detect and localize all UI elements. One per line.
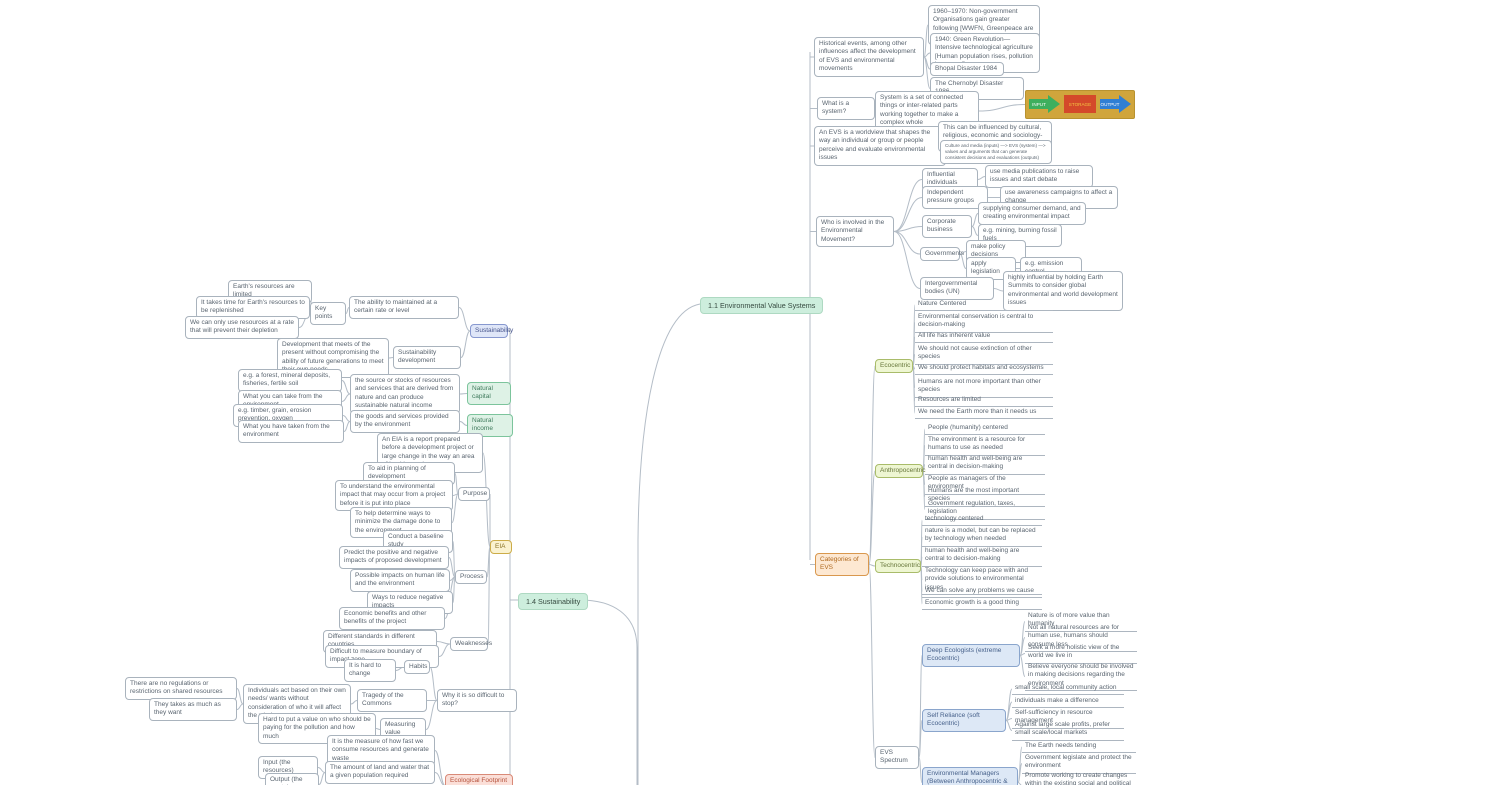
node-deep-1[interactable]: Nature is of more value than humanity <box>1025 611 1137 632</box>
node-mgr-1[interactable]: The Earth needs tending <box>1022 741 1136 754</box>
node-why[interactable]: Why it is so difficult to stop? <box>437 689 517 712</box>
node-habits[interactable]: Habits <box>404 660 430 675</box>
node-tec-6[interactable]: Economic growth is a good thing <box>922 598 1042 611</box>
svg-text:OUTPUT: OUTPUT <box>1101 102 1120 107</box>
node-pro-5[interactable]: Economic benefits and other benefits of … <box>339 607 445 630</box>
node-ef-out[interactable]: Output (the waste) <box>265 773 319 785</box>
node-sus-dev[interactable]: Sustainability development <box>393 346 461 369</box>
node-tec[interactable]: Technocentric <box>875 559 921 574</box>
node-sus-ability[interactable]: The ability to maintained at a certain r… <box>349 296 459 319</box>
node-ef[interactable]: Ecological Footprint (EF) <box>445 774 513 785</box>
node-eco-4[interactable]: We should not cause extinction of other … <box>915 344 1053 365</box>
node-spec[interactable]: EVS Spectrum <box>875 746 919 769</box>
node-evs-flow[interactable]: Culture and media (inputs) —> EVS (syste… <box>940 140 1052 164</box>
node-kp-3[interactable]: We can only use resources at a rate that… <box>185 316 299 339</box>
svg-text:INPUT: INPUT <box>1032 102 1046 107</box>
node-natinc[interactable]: Natural income <box>467 414 513 437</box>
node-natinc-w[interactable]: What you have taken from the environment <box>238 420 344 443</box>
node-deep[interactable]: Deep Ecologists (extreme Ecocentric) <box>922 644 1020 667</box>
node-natinc-d[interactable]: the goods and services provided by the e… <box>350 410 460 433</box>
node-sustain[interactable]: Sustainability <box>470 324 513 339</box>
node-who-gov[interactable]: Governments <box>920 247 964 262</box>
node-eco-5[interactable]: We should protect habitats and ecosystem… <box>915 363 1053 376</box>
node-ant-3[interactable]: human health and well-being are central … <box>925 454 1045 475</box>
node-hist[interactable]: Historical events, among other influence… <box>814 37 924 77</box>
node-ant-6[interactable]: Government regulation, taxes, legislatio… <box>925 499 1045 520</box>
node-deep-2[interactable]: Not all natural resources are for human … <box>1025 623 1137 653</box>
node-who-corp-d1[interactable]: supplying consumer demand, and creating … <box>978 202 1086 225</box>
node-hab-1[interactable]: It is hard to change <box>344 659 396 682</box>
node-tragedy[interactable]: Tragedy of the Commons <box>357 689 427 712</box>
node-who[interactable]: Who is involved in the Environmental Mov… <box>816 216 894 248</box>
node-weak[interactable]: Weaknesses <box>450 637 492 652</box>
node-pro-3[interactable]: Possible impacts on human life and the e… <box>350 569 450 592</box>
node-self-2[interactable]: individuals make a difference <box>1012 696 1124 709</box>
node-who-prs[interactable]: Independent pressure groups <box>922 186 988 209</box>
node-pro-2[interactable]: Predict the positive and negative impact… <box>339 546 449 569</box>
node-who-ind-d[interactable]: use media publications to raise issues a… <box>985 165 1093 188</box>
node-self[interactable]: Self Reliance (soft Ecocentric) <box>922 709 1006 732</box>
node-tec-5[interactable]: We can solve any problems we cause <box>922 586 1042 599</box>
node-ant-2[interactable]: The environment is a resource for humans… <box>925 435 1045 456</box>
node-process[interactable]: Process <box>455 570 487 585</box>
node-eco-7[interactable]: Resources are limited <box>915 395 1053 408</box>
node-eco-2[interactable]: Environmental conservation is central to… <box>915 312 1053 333</box>
node-tec-4[interactable]: Technology can keep pace with and provid… <box>922 566 1042 596</box>
node-eco-6[interactable]: Humans are not more important than other… <box>915 377 1053 398</box>
node-eco[interactable]: Ecocentric <box>875 359 913 374</box>
node-tec-2[interactable]: nature is a model, but can be replaced b… <box>922 526 1042 547</box>
node-self-3[interactable]: Self-sufficiency in resource management <box>1012 708 1124 729</box>
node-deep-3[interactable]: Seek a more holistic view of the world w… <box>1025 643 1137 664</box>
node-natcap-e[interactable]: e.g. a forest, mineral deposits, fisheri… <box>238 369 342 392</box>
node-keypts[interactable]: Key points <box>310 302 346 325</box>
node-eco-3[interactable]: All life has inherent value <box>915 331 1053 344</box>
node-purpose[interactable]: Purpose <box>458 487 490 502</box>
node-mgr[interactable]: Environmental Managers (Between Anthropo… <box>922 767 1018 785</box>
node-cat[interactable]: Categories of EVS <box>815 553 869 576</box>
node-tec-1[interactable]: technology centered <box>922 514 1042 527</box>
node-natcap[interactable]: Natural capital <box>467 382 511 405</box>
svg-text:STORAGE: STORAGE <box>1069 102 1091 107</box>
node-tec-3[interactable]: human health and well-being are central … <box>922 546 1042 567</box>
node-evs-def[interactable]: An EVS is a worldview that shapes the wa… <box>814 126 946 166</box>
storage-box-icon <box>1064 95 1096 113</box>
node-ant-5[interactable]: Humans are the most important species <box>925 486 1045 507</box>
node-pur-2[interactable]: To understand the environmental impact t… <box>335 480 453 512</box>
node-sus-root[interactable]: 1.4 Sustainability <box>518 593 589 611</box>
output-arrow-icon <box>1100 95 1131 113</box>
node-tra-3[interactable]: They takes as much as they want <box>149 698 237 721</box>
node-eco-8[interactable]: We need the Earth more than it needs us <box>915 407 1053 420</box>
node-sys-q[interactable]: What is a system? <box>817 97 875 120</box>
node-evs-root[interactable]: 1.1 Environmental Value Systems <box>700 297 824 315</box>
node-tra-2[interactable]: There are no regulations or restrictions… <box>125 677 237 700</box>
node-eco-1[interactable]: Nature Centered <box>915 299 1053 312</box>
node-self-4[interactable]: Against large scale profits, prefer smal… <box>1012 720 1124 741</box>
node-mea-1[interactable]: Hard to put a value on who should be pay… <box>258 713 376 745</box>
node-who-un-d[interactable]: highly influential by holding Earth Summ… <box>1003 271 1123 311</box>
node-eia[interactable]: EIA <box>490 540 512 555</box>
node-mgr-2[interactable]: Government legislate and protect the env… <box>1022 753 1136 774</box>
node-natcap-d[interactable]: the source or stocks of resources and se… <box>350 374 460 414</box>
node-ant-4[interactable]: People as managers of the environment <box>925 474 1045 495</box>
input-arrow-icon <box>1029 95 1060 113</box>
node-sys-def[interactable]: System is a set of connected things or i… <box>875 91 979 131</box>
node-hist-3[interactable]: Bhopal Disaster 1984 <box>930 62 1004 77</box>
node-who-un[interactable]: Intergovernmental bodies (UN) <box>920 277 994 300</box>
node-ef-2[interactable]: The amount of land and water that a give… <box>325 761 435 784</box>
node-ant-1[interactable]: People (humanity) centered <box>925 423 1045 436</box>
node-mgr-3[interactable]: Promote working to create changes within… <box>1022 771 1136 785</box>
node-self-1[interactable]: small scale, local community action <box>1012 683 1124 696</box>
node-ant[interactable]: Anthropocentric <box>875 464 926 479</box>
system-diagram-image[interactable]: INPUT STORAGE OUTPUT <box>1025 90 1135 120</box>
node-deep-4[interactable]: Believe everyone should be involved in m… <box>1025 662 1137 692</box>
node-who-corp[interactable]: Corporate business <box>922 215 972 238</box>
